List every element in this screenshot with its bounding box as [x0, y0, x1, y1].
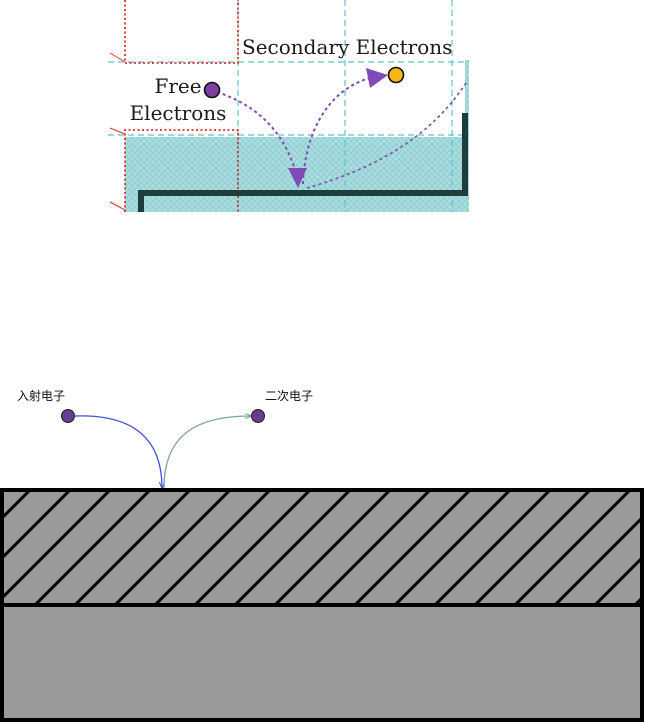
free-electrons-label-line1: Free: [154, 74, 201, 98]
substrate-layer: [0, 603, 644, 722]
free-electron-dot: [203, 81, 221, 99]
incident-electron-dot: [61, 409, 75, 423]
edge-ticks: [109, 52, 126, 211]
secondary-arrowhead: [366, 68, 388, 88]
incident-electron-arrow: [74, 415, 162, 488]
scatter-path: [306, 79, 469, 189]
bottom-figure: 入射电子 二次电子: [0, 388, 644, 722]
top-figure: Secondary Electrons Free Electrons: [108, 0, 469, 212]
material-surface-region: [125, 60, 469, 212]
secondary-electron-dot-bottom: [251, 409, 265, 423]
incident-arrowhead: [288, 168, 307, 188]
secondary-electron-arrow: [163, 416, 251, 489]
hatched-surface-layer: [0, 488, 644, 607]
secondary-electron-path: [302, 75, 379, 185]
secondary-electron-label: 二次电子: [265, 389, 313, 403]
secondary-electron-dot: [387, 66, 405, 84]
secondary-electrons-label: Secondary Electrons: [242, 35, 452, 59]
incident-electron-label: 入射电子: [17, 388, 65, 403]
red-dotted-boxes: [124, 0, 239, 212]
material-border: [138, 113, 468, 212]
free-electrons-label-line2: Electrons: [130, 101, 227, 125]
